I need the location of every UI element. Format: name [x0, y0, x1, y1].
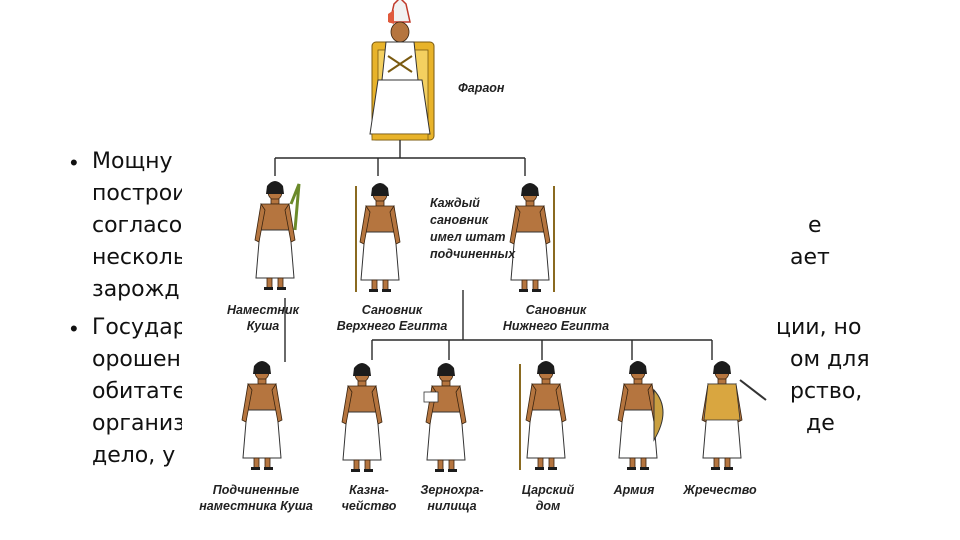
viceroy-subordinates-figure	[241, 360, 283, 471]
viceroy-label: Куша	[247, 319, 280, 333]
bullet2-line-right: ции, но	[776, 315, 862, 340]
priesthood-figure	[701, 360, 767, 471]
granaries-label: нилища	[427, 499, 476, 513]
bullet1-line: зарожд	[92, 277, 180, 302]
vizier-lower-label: Нижнего Египта	[503, 319, 609, 333]
royal-house-label: Царский	[522, 483, 575, 497]
priesthood-label: Жречество	[682, 483, 757, 497]
bullet1-line-right: ает	[790, 245, 830, 270]
royal-house-label: дом	[536, 499, 561, 513]
vizier-lower-label: Сановник	[526, 303, 587, 317]
viceroy-label: Наместник	[227, 303, 300, 317]
vizier-upper-figure	[355, 182, 401, 293]
granaries-label: Зернохра-	[420, 483, 483, 497]
granaries-figure	[423, 362, 467, 473]
vizier-lower-figure	[509, 182, 555, 293]
note-line: имел штат	[430, 230, 506, 244]
pharaoh-figure	[369, 0, 435, 141]
vizier-upper-label: Сановник	[362, 303, 423, 317]
bullet1-line: согласо	[92, 213, 183, 238]
connector	[371, 340, 713, 360]
bullet2-line-right: рство,	[790, 379, 863, 404]
bullet2-line: дело, у	[92, 443, 176, 468]
viceroy-subordinates-label: наместника Куша	[199, 499, 313, 513]
bullet1-line: Мощну	[92, 149, 173, 174]
note-line: подчиненных	[430, 247, 516, 261]
pharaoh-label: Фараон	[458, 81, 505, 95]
bullet-marker: •	[70, 150, 78, 175]
viceroy-subordinates-label: Подчиненные	[213, 483, 300, 497]
bullet-marker: •	[70, 316, 78, 341]
bullet1-line-right: е	[808, 213, 822, 238]
viceroy-figure	[254, 180, 301, 291]
bullet2-line-right: де	[806, 411, 835, 436]
bullet1-line: несколь	[92, 245, 186, 270]
bullet2-line: Государ	[92, 315, 187, 340]
bullet2-line: обитате	[92, 379, 186, 404]
treasury-label: Казна-	[349, 483, 389, 497]
connector	[274, 158, 526, 176]
army-label: Армия	[613, 483, 655, 497]
bullet2-line: организ	[92, 411, 185, 436]
army-figure	[617, 360, 664, 471]
vizier-upper-label: Верхнего Египта	[337, 319, 448, 333]
treasury-label: чейство	[342, 499, 397, 513]
note-line: Каждый	[430, 196, 480, 210]
bullet2-line-right: ом для	[790, 347, 870, 372]
bullet1-line: построи	[92, 181, 187, 206]
treasury-figure	[341, 362, 383, 473]
bullet2-line: орошен	[92, 347, 181, 372]
royal-house-figure	[519, 360, 567, 471]
note-line: сановник	[430, 213, 489, 227]
